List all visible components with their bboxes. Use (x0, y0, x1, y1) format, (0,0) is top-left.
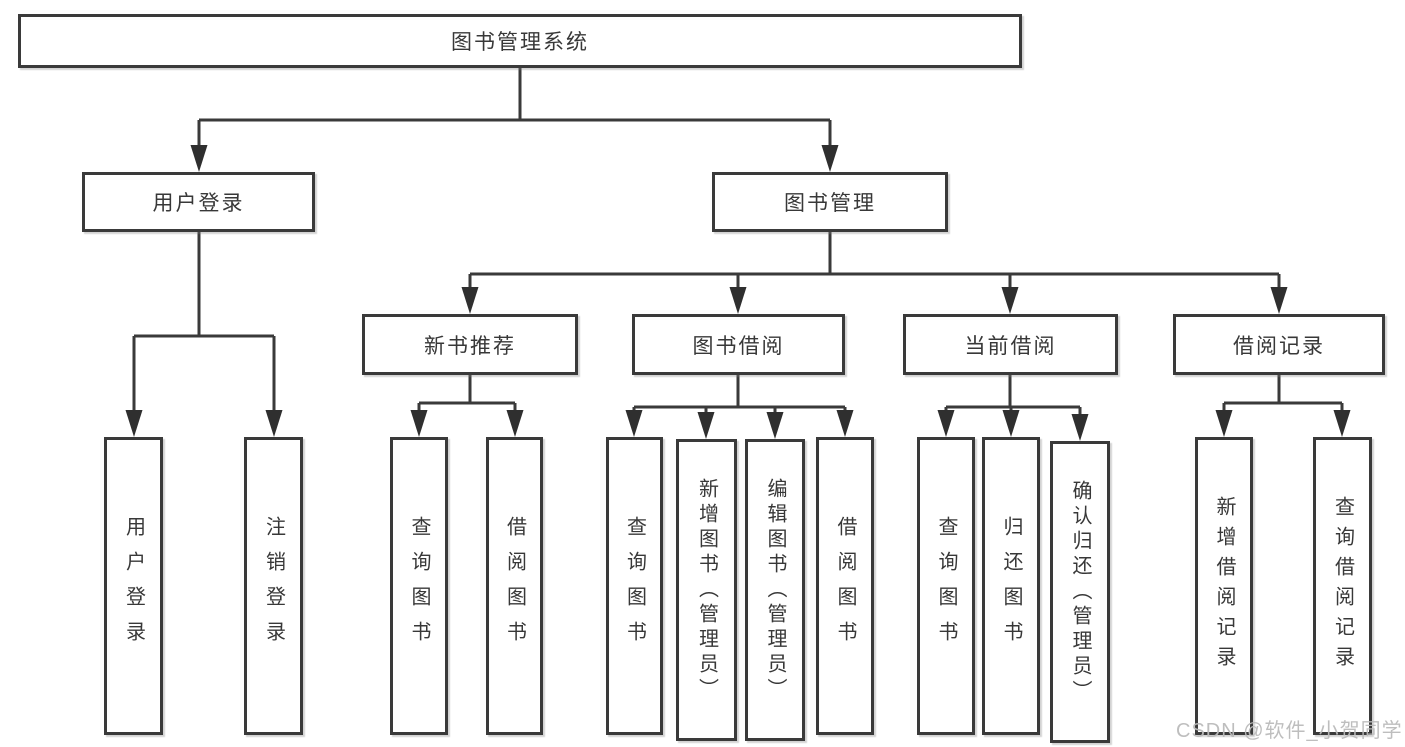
node-bb-query-books-label: 查询图书 (623, 516, 646, 656)
arrow-icon (506, 410, 524, 437)
node-user-login-leaf-label: 用户登录 (122, 516, 145, 656)
arrow-icon (625, 410, 643, 437)
arrow-icon (125, 410, 143, 437)
arrow-icon (410, 410, 428, 437)
node-book-borrow: 图书借阅 (632, 314, 845, 375)
node-nbr-query-books: 查询图书 (390, 437, 448, 735)
connector-userlogin-to-leaves (132, 232, 276, 420)
arrow-icon (461, 287, 479, 314)
arrow-icon (821, 145, 839, 172)
node-logout-label: 注销登录 (262, 516, 285, 656)
connector-root-to-level2 (197, 68, 832, 152)
node-br-query-record-label: 查询借阅记录 (1331, 496, 1354, 676)
arrow-icon (937, 410, 955, 437)
node-root: 图书管理系统 (18, 14, 1022, 68)
node-user-login-label: 用户登录 (152, 192, 245, 215)
arrow-icon (190, 145, 208, 172)
node-nbr-borrow-books-label: 借阅图书 (503, 516, 526, 656)
arrow-icon (766, 412, 784, 439)
node-bb-edit-books-admin: 编辑图书（管理员） (745, 439, 805, 741)
arrow-icon (1071, 414, 1089, 441)
node-borrow-records: 借阅记录 (1173, 314, 1385, 375)
node-cb-return-books: 归还图书 (982, 437, 1040, 735)
arrow-icon (1001, 287, 1019, 314)
node-br-query-record: 查询借阅记录 (1313, 437, 1372, 735)
csdn-watermark: CSDN @软件_小贺同学 (1176, 720, 1403, 742)
connector-bookmgmt-to-level3 (468, 232, 1281, 296)
node-cb-query-books: 查询图书 (917, 437, 975, 735)
node-borrow-records-label: 借阅记录 (1233, 334, 1325, 358)
node-bb-borrow-books: 借阅图书 (816, 437, 874, 735)
node-br-add-record-label: 新增借阅记录 (1213, 496, 1235, 676)
connector-borrowrecords-to-leaves (1222, 375, 1344, 420)
node-root-label: 图书管理系统 (451, 31, 589, 54)
node-bb-add-books-admin-label: 新增图书（管理员） (695, 477, 718, 703)
node-book-management-label: 图书管理 (784, 192, 876, 215)
node-book-borrow-label: 图书借阅 (692, 334, 785, 358)
connector-newbookrec-to-leaves (417, 375, 517, 420)
node-new-book-recommend: 新书推荐 (362, 314, 578, 375)
node-new-book-recommend-label: 新书推荐 (424, 334, 516, 358)
node-cb-query-books-label: 查询图书 (935, 516, 957, 656)
node-user-login: 用户登录 (82, 172, 315, 232)
node-book-management: 图书管理 (712, 172, 948, 232)
node-bb-query-books: 查询图书 (606, 437, 663, 735)
arrow-icon (729, 287, 747, 314)
node-br-add-record: 新增借阅记录 (1195, 437, 1253, 735)
node-bb-edit-books-admin-label: 编辑图书（管理员） (764, 477, 786, 703)
node-bb-borrow-books-label: 借阅图书 (834, 516, 856, 656)
node-cb-confirm-return-admin: 确认归还（管理员） (1050, 441, 1110, 743)
arrow-icon (1215, 410, 1233, 437)
arrow-icon (836, 410, 854, 437)
arrow-icon (1002, 410, 1020, 437)
node-nbr-query-books-label: 查询图书 (408, 516, 430, 656)
arrowheads (125, 145, 1351, 441)
node-cb-confirm-return-admin-label: 确认归还（管理员） (1069, 479, 1091, 705)
connector-bookborrow-to-leaves (632, 375, 847, 422)
node-cb-return-books-label: 归还图书 (1000, 516, 1022, 656)
node-current-borrow-label: 当前借阅 (964, 334, 1057, 358)
node-nbr-borrow-books: 借阅图书 (486, 437, 543, 735)
node-bb-add-books-admin: 新增图书（管理员） (676, 439, 737, 741)
arrow-icon (1333, 410, 1351, 437)
node-user-login-leaf: 用户登录 (104, 437, 163, 735)
arrow-icon (697, 412, 715, 439)
arrow-icon (265, 410, 283, 437)
arrow-icon (1270, 287, 1288, 314)
node-logout: 注销登录 (244, 437, 303, 735)
node-current-borrow: 当前借阅 (903, 314, 1118, 375)
